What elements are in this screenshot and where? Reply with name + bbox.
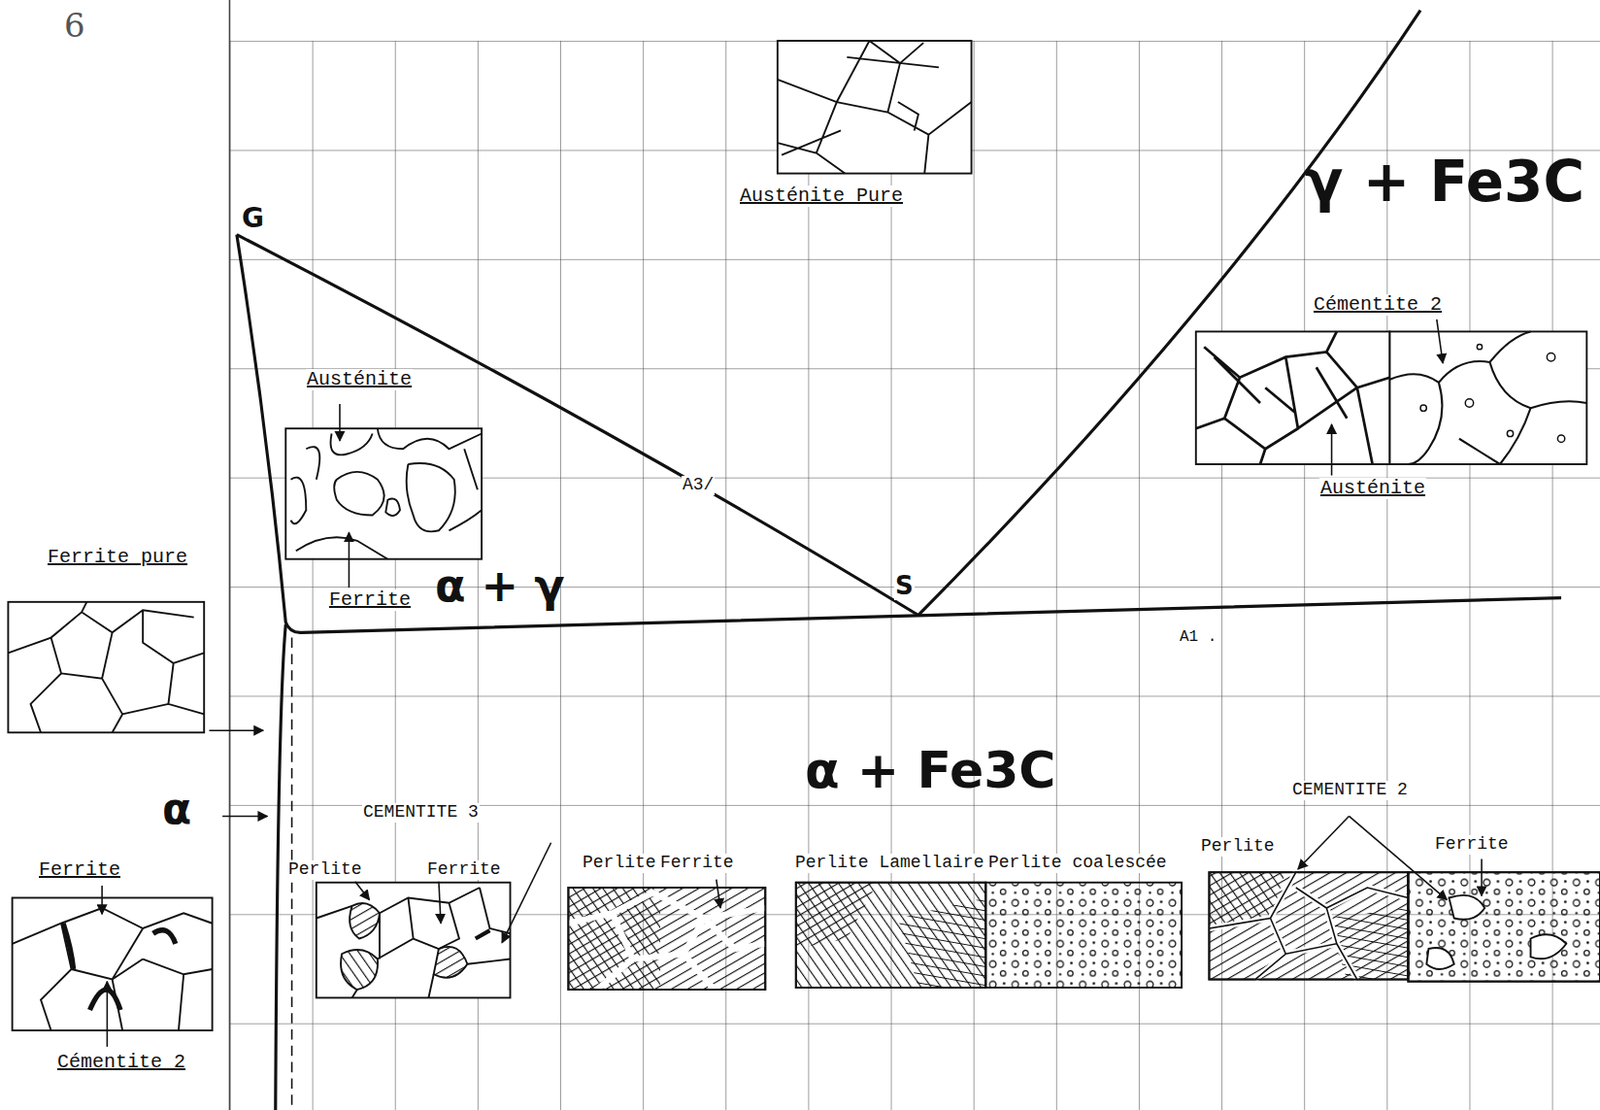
- phase-label: α + γ: [433, 563, 567, 608]
- structure-label: Cémentite 2: [56, 1051, 187, 1073]
- structure-label: Austénite: [1319, 477, 1427, 500]
- phase-label: α: [161, 787, 193, 831]
- line-label: A3/: [681, 475, 715, 496]
- structure-label: Perlite coalescée: [987, 853, 1168, 873]
- structure-label: Perlite: [287, 860, 364, 880]
- point-label: S: [894, 571, 915, 600]
- structure-label: Ferrite: [328, 589, 412, 611]
- structure-label: Cémentite 2: [1312, 294, 1443, 316]
- structure-label: Ferrite pure: [46, 546, 189, 568]
- structure-label: Perlite: [1200, 836, 1276, 857]
- structure-label: Ferrite: [37, 859, 122, 881]
- structure-label: Ferrite: [426, 860, 502, 880]
- page-mark: 6: [63, 7, 87, 44]
- structure-label: Perlite Lamellaire: [794, 853, 985, 873]
- phase-label: α + Fe3C: [803, 744, 1058, 796]
- point-label: G: [240, 203, 266, 234]
- structure-label: CEMENTITE 2: [1291, 780, 1409, 800]
- phase-label: γ + Fe3C: [1303, 153, 1586, 210]
- structure-label: Ferrite: [1433, 834, 1510, 855]
- line-label: A1 .: [1178, 629, 1218, 647]
- structure-label: Perlite: [581, 853, 658, 873]
- structure-label: Ferrite: [659, 853, 735, 873]
- structure-label: Austénite Pure: [738, 185, 904, 207]
- structure-label: CEMENTITE 3: [362, 802, 480, 823]
- structure-label: Austénite: [305, 368, 413, 391]
